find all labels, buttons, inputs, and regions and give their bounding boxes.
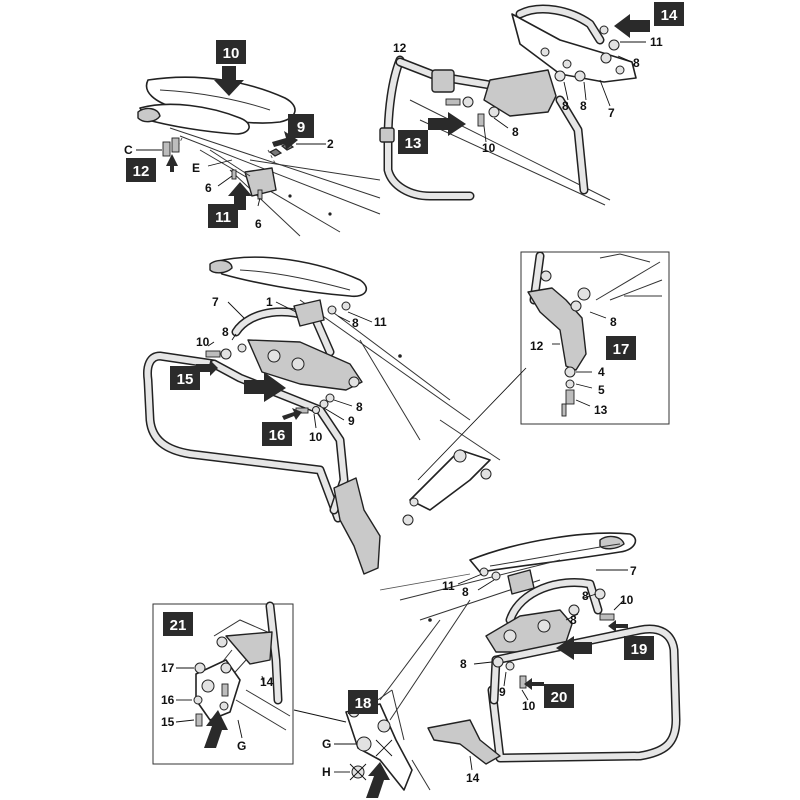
label-11-top: 11 xyxy=(650,35,663,49)
label-10-mid: 10 xyxy=(196,335,210,349)
label-1-mid: 1 xyxy=(266,295,273,309)
label-8-mid-b: 8 xyxy=(222,325,229,339)
label-8-bot-b: 8 xyxy=(582,589,589,603)
panel-top-left: 2 C E 6 6 xyxy=(124,66,381,237)
svg-text:11: 11 xyxy=(215,209,231,226)
label-10-bot-b: 10 xyxy=(522,699,536,713)
label-E: E xyxy=(192,161,200,175)
step-badge-10: 10 xyxy=(216,40,246,64)
label-4-inset17: 4 xyxy=(598,365,605,379)
label-14-inset21: 14 xyxy=(260,675,274,689)
step-badge-21: 21 xyxy=(163,612,193,636)
panel-bottom-center: G H xyxy=(322,689,431,798)
inset-17: 8 12 4 5 13 xyxy=(417,251,670,481)
label-8-top-d: 8 xyxy=(512,125,519,139)
step-badge-12: 12 xyxy=(126,158,156,182)
label-2: 2 xyxy=(327,137,334,151)
panel-middle: 7 1 8 11 8 10 8 9 10 xyxy=(143,256,501,575)
label-14-bot: 14 xyxy=(466,771,480,785)
svg-text:10: 10 xyxy=(223,45,240,62)
step-badge-9: 9 xyxy=(288,114,314,138)
label-10-top: 10 xyxy=(482,141,496,155)
label-8-mid-c: 8 xyxy=(356,400,363,414)
label-8-top-b: 8 xyxy=(562,99,569,113)
step-badge-20: 20 xyxy=(544,684,574,708)
svg-text:16: 16 xyxy=(269,427,286,444)
step-badge-19: 19 xyxy=(624,636,654,660)
label-C: C xyxy=(124,143,133,157)
label-8-bot-a: 8 xyxy=(462,585,469,599)
label-7-top: 7 xyxy=(608,106,615,120)
step-badge-16: 16 xyxy=(262,422,292,446)
label-G-inset21: G xyxy=(237,739,246,753)
label-7-bot: 7 xyxy=(630,564,637,578)
label-7-mid: 7 xyxy=(212,295,219,309)
label-G-bot: G xyxy=(322,737,331,751)
svg-text:17: 17 xyxy=(613,341,630,358)
label-10-mid-b: 10 xyxy=(309,430,323,444)
step-badge-14: 14 xyxy=(654,2,684,26)
label-17-inset21: 17 xyxy=(161,661,175,675)
label-8-top-a: 8 xyxy=(633,56,640,70)
svg-text:18: 18 xyxy=(355,695,372,712)
label-9-bot: 9 xyxy=(499,685,506,699)
panel-bottom-right: 11 8 7 8 10 8 8 9 10 14 xyxy=(379,532,681,785)
step-badge-11: 11 xyxy=(208,204,238,228)
label-8-inset17: 8 xyxy=(610,315,617,329)
step-badges: 10 9 12 11 14 13 15 16 xyxy=(126,2,684,714)
svg-text:14: 14 xyxy=(661,7,678,24)
label-12-top: 12 xyxy=(393,41,407,55)
label-13-inset17: 13 xyxy=(594,403,608,417)
svg-text:21: 21 xyxy=(170,617,187,634)
step-badge-13: 13 xyxy=(398,130,428,154)
svg-text:12: 12 xyxy=(133,163,150,180)
label-H-bot: H xyxy=(322,765,331,779)
svg-text:15: 15 xyxy=(177,371,194,388)
svg-text:13: 13 xyxy=(405,135,422,152)
label-8-top-c: 8 xyxy=(580,99,587,113)
label-16-inset21: 16 xyxy=(161,693,175,707)
label-8-mid-a: 8 xyxy=(352,316,359,330)
step-badge-18: 18 xyxy=(348,690,378,714)
step-badge-15: 15 xyxy=(170,366,200,390)
label-9-mid: 9 xyxy=(348,414,355,428)
svg-text:19: 19 xyxy=(631,641,648,658)
label-15-inset21: 15 xyxy=(161,715,175,729)
label-6b: 6 xyxy=(255,217,262,231)
step-badge-17: 17 xyxy=(606,336,636,360)
label-12-inset17: 12 xyxy=(530,339,544,353)
label-5-inset17: 5 xyxy=(598,383,605,397)
svg-text:9: 9 xyxy=(297,119,305,136)
svg-text:20: 20 xyxy=(551,689,568,706)
label-6a: 6 xyxy=(205,181,212,195)
label-10-bot: 10 xyxy=(620,593,634,607)
label-8-bot-d: 8 xyxy=(460,657,467,671)
label-11-mid: 11 xyxy=(374,315,387,329)
label-11-bot: 11 xyxy=(442,579,455,593)
label-8-bot-c: 8 xyxy=(570,613,577,627)
panel-top-right: 12 11 8 8 8 7 8 10 xyxy=(379,4,663,206)
